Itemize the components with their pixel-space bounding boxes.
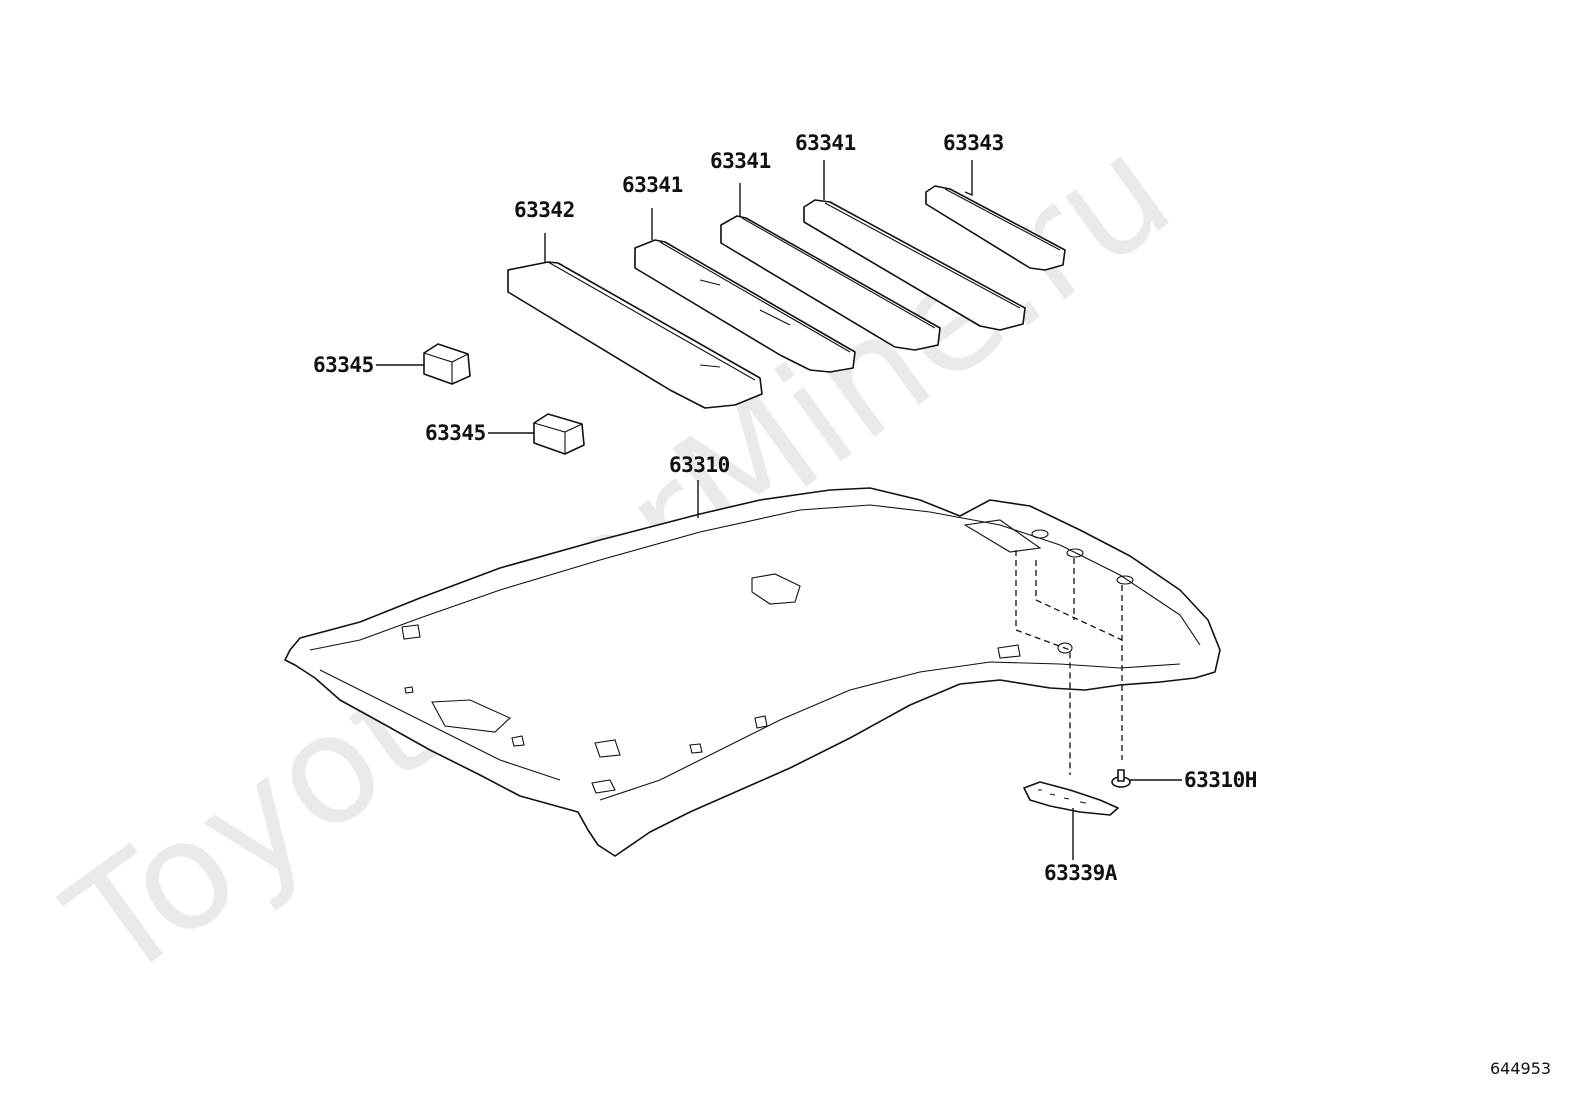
- label-63345-b: 63345: [425, 421, 486, 445]
- clip-63310H[interactable]: [1111, 769, 1131, 788]
- label-63310: 63310: [669, 453, 730, 477]
- pad-63342[interactable]: [507, 261, 763, 409]
- label-63341-a: 63341: [622, 173, 683, 197]
- label-63341-c: 63341: [795, 131, 856, 155]
- pad-63341-a[interactable]: [634, 239, 856, 373]
- pad-63343[interactable]: [925, 185, 1066, 271]
- leader-lines: [376, 160, 1182, 860]
- assembly-guide-lines: [1015, 550, 1123, 775]
- label-63341-b: 63341: [710, 149, 771, 173]
- bracket-63339A[interactable]: [1023, 781, 1119, 816]
- label-63345-a: 63345: [313, 353, 374, 377]
- label-63343: 63343: [943, 131, 1004, 155]
- block-63345-a[interactable]: [423, 343, 471, 385]
- headliner-63310[interactable]: [284, 487, 1221, 857]
- label-63310H: 63310H: [1184, 768, 1257, 792]
- block-63345-b[interactable]: [533, 413, 585, 455]
- diagram-id: 644953: [1490, 1059, 1551, 1078]
- pad-63341-b[interactable]: [720, 215, 941, 351]
- label-63342: 63342: [514, 198, 575, 222]
- label-63339A: 63339A: [1044, 861, 1118, 885]
- pad-63341-c[interactable]: [803, 199, 1026, 331]
